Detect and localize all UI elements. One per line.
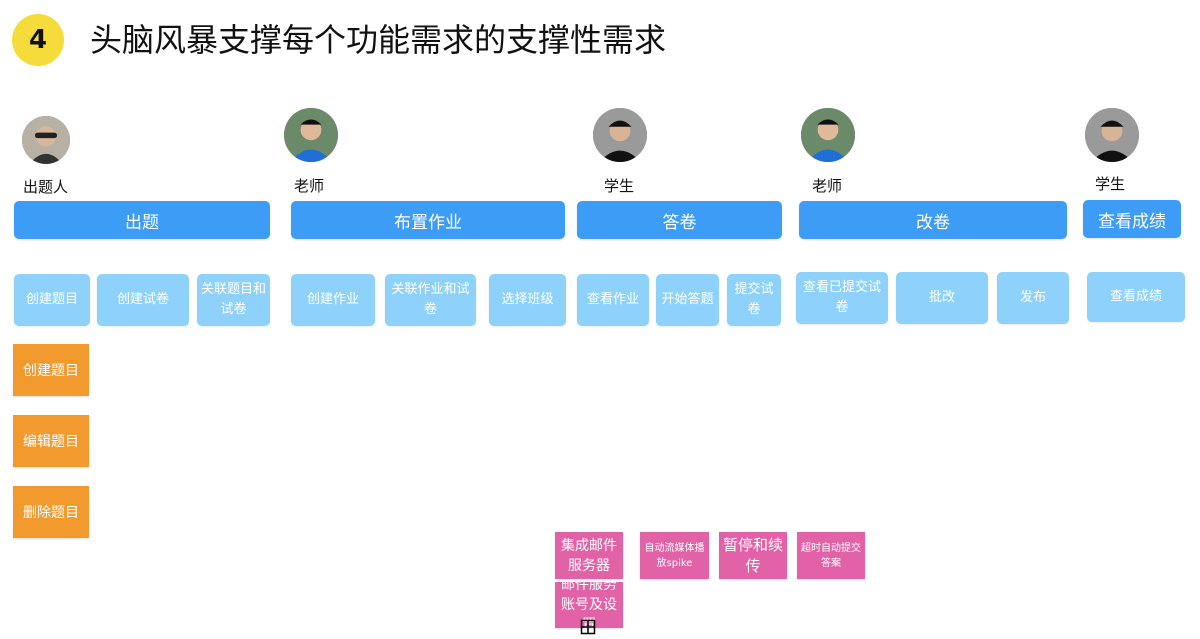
person-photo-icon: [284, 108, 338, 162]
person-photo-icon: [22, 116, 70, 164]
supporting-need-streaming-spike[interactable]: 自动流媒体播放spike: [640, 532, 709, 579]
feature-publish[interactable]: 发布: [997, 272, 1069, 324]
function-box-question-setting[interactable]: 出题: [14, 201, 270, 239]
supporting-need-create-question[interactable]: 创建题目: [13, 344, 89, 396]
person-photo-icon: [1085, 108, 1139, 162]
avatar-teacher: [284, 108, 338, 162]
feature-submit-paper[interactable]: 提交试卷: [727, 274, 781, 326]
supporting-need-mail-server[interactable]: 集成邮件服务器: [555, 532, 623, 579]
feature-grade[interactable]: 批改: [896, 272, 988, 324]
supporting-need-pause-resume[interactable]: 暂停和续传: [719, 532, 787, 579]
feature-start-answering[interactable]: 开始答题: [656, 274, 719, 326]
supporting-need-timeout-auto-submit[interactable]: 超时自动提交答案: [797, 532, 865, 579]
person-photo-icon: [801, 108, 855, 162]
step-number-badge: 4: [12, 14, 64, 66]
role-label: 出题人: [23, 178, 69, 196]
avatar-student: [1085, 108, 1139, 162]
feature-create-paper[interactable]: 创建试卷: [97, 274, 189, 326]
feature-view-submitted-papers[interactable]: 查看已提交试卷: [796, 272, 888, 324]
function-box-view-grades[interactable]: 查看成绩: [1083, 200, 1181, 238]
feature-create-homework[interactable]: 创建作业: [291, 274, 375, 326]
role-label: 学生: [604, 177, 635, 195]
cell-select-cursor-icon: [580, 619, 596, 635]
avatar-teacher: [801, 108, 855, 162]
function-box-assign-homework[interactable]: 布置作业: [291, 201, 565, 239]
supporting-need-delete-question[interactable]: 删除题目: [13, 486, 89, 538]
supporting-need-edit-question[interactable]: 编辑题目: [13, 415, 89, 467]
feature-view-grades[interactable]: 查看成绩: [1087, 272, 1185, 322]
role-label: 学生: [1095, 175, 1126, 193]
feature-link-question-paper[interactable]: 关联题目和试卷: [197, 274, 270, 326]
slide-title: 头脑风暴支撑每个功能需求的支撑性需求: [90, 21, 667, 59]
feature-view-homework[interactable]: 查看作业: [577, 274, 649, 326]
function-box-answer-paper[interactable]: 答卷: [577, 201, 782, 239]
feature-select-class[interactable]: 选择班级: [489, 274, 566, 326]
role-label: 老师: [294, 177, 325, 195]
role-label: 老师: [812, 177, 843, 195]
function-box-grade-paper[interactable]: 改卷: [799, 201, 1067, 239]
avatar-question-setter: [22, 116, 70, 164]
avatar-student: [593, 108, 647, 162]
feature-create-question[interactable]: 创建题目: [14, 274, 90, 326]
person-photo-icon: [593, 108, 647, 162]
feature-link-homework-paper[interactable]: 关联作业和试卷: [385, 274, 476, 326]
